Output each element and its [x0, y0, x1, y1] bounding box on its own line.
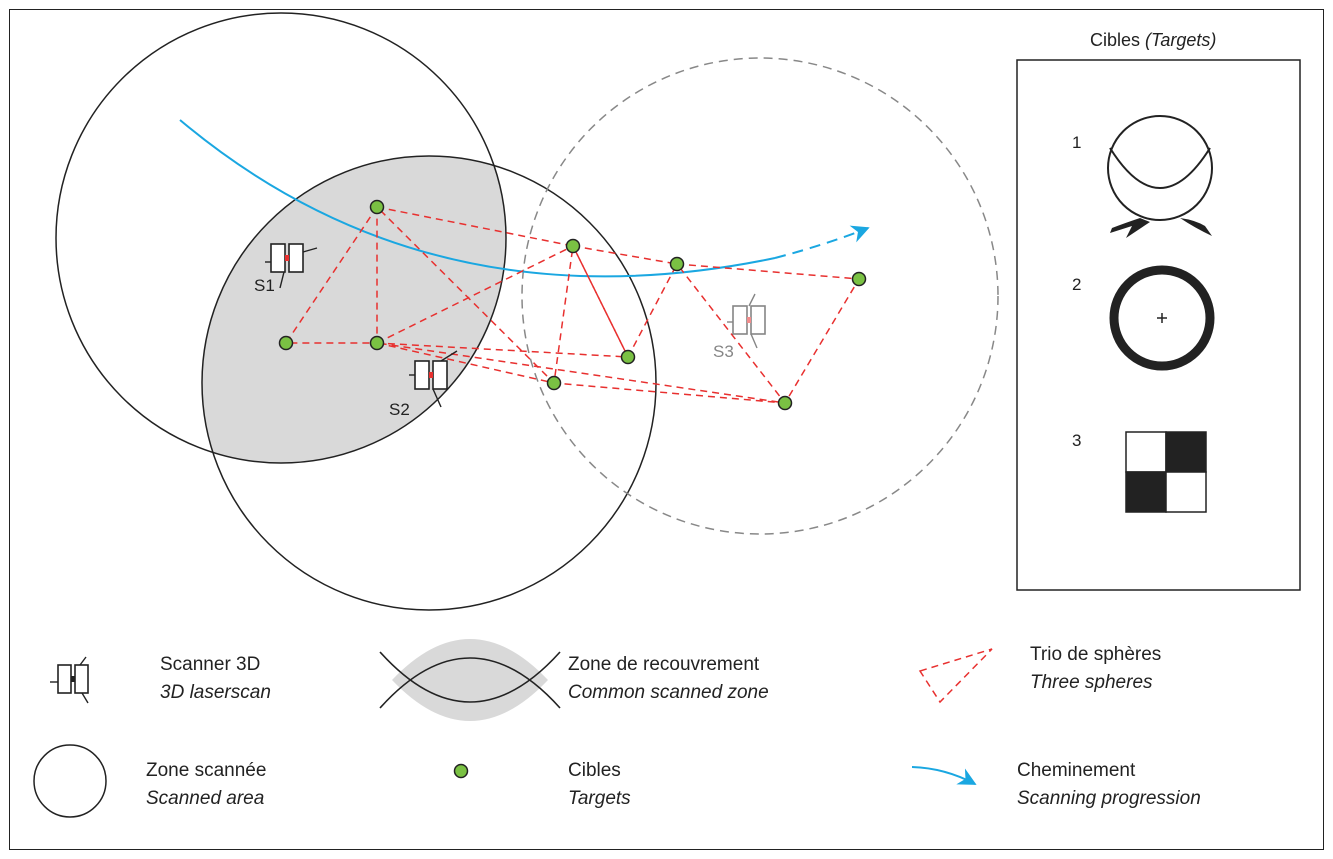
scanner-icon: [265, 243, 318, 289]
scanner-icon: [409, 350, 458, 408]
legend-sublabel: Common scanned zone: [568, 682, 769, 703]
trio-6: [675, 263, 861, 405]
target-dot: [669, 256, 685, 272]
dashed-triangle-icon: [918, 648, 993, 704]
legend-sublabel: Targets: [568, 788, 631, 809]
legend-label: Zone scannée: [146, 760, 266, 781]
target-dot: [369, 199, 385, 215]
target-dot: [546, 375, 562, 391]
trio-1: [284, 204, 378, 344]
trio-5: [571, 245, 679, 359]
target-types-panel: Cibles (Targets) 1 2 3: [1016, 30, 1301, 591]
legend-sublabel: 3D laserscan: [160, 682, 271, 703]
target-dot: [565, 238, 581, 254]
scanner-label: S1: [254, 276, 275, 295]
scan-area-circle-1: [55, 12, 507, 464]
scanner-label: S2: [389, 400, 410, 419]
diagram-frame: [9, 9, 1324, 850]
scan-area-circle-2: [201, 155, 657, 611]
target-dot-icon: [453, 763, 469, 779]
scanning-path: [179, 119, 776, 278]
target-type-number: 2: [1072, 275, 1081, 294]
legend-scanner: Scanner 3D 3D laserscan: [50, 654, 271, 704]
legend-label: Trio de sphères: [1030, 644, 1161, 665]
sphere-target-icon: [1107, 115, 1213, 238]
scanner-icon: [727, 293, 766, 349]
legend-path: Cheminement Scanning progression: [911, 760, 1201, 809]
legend-sublabel: Scanned area: [146, 788, 264, 809]
checkerboard-target-icon: [1125, 431, 1207, 513]
legend-area: Zone scannée Scanned area: [33, 744, 266, 818]
trio-3: [374, 244, 630, 358]
panel-box: [1016, 59, 1301, 591]
trio-2: [374, 205, 574, 385]
target-dot: [369, 335, 385, 351]
circle-icon: [33, 744, 107, 818]
legend-trio: Trio de sphères Three spheres: [918, 644, 1161, 704]
legend-label: Cibles: [568, 760, 621, 781]
target-dot: [278, 335, 294, 351]
legend-label: Cheminement: [1017, 760, 1136, 781]
legend-overlap: Zone de recouvrement Common scanned zone: [379, 639, 769, 721]
targets: [278, 199, 867, 411]
sphere-trios: [284, 204, 861, 405]
trio-4: [376, 342, 786, 404]
legend: Scanner 3D 3D laserscan Zone de recouvre…: [33, 639, 1201, 818]
legend-label: Scanner 3D: [160, 654, 260, 675]
scanner-icon: [50, 656, 89, 704]
scanner-label: S3: [713, 342, 734, 361]
target-dot: [777, 395, 793, 411]
panel-title: Cibles (Targets): [1090, 30, 1216, 50]
scanner-s2: S2: [389, 350, 458, 419]
target-type-number: 1: [1072, 133, 1081, 152]
legend-sublabel: Scanning progression: [1017, 788, 1201, 809]
scan-area-circle-3: [521, 57, 999, 535]
blue-arrow-icon: [911, 766, 977, 785]
ring-target-icon: [1109, 265, 1215, 371]
scanner-s1: S1: [254, 243, 318, 295]
legend-targets: Cibles Targets: [453, 760, 631, 809]
target-dot: [851, 271, 867, 287]
legend-sublabel: Three spheres: [1030, 672, 1153, 693]
scanner-s3: S3: [713, 293, 766, 361]
overlap-zone-icon: [379, 639, 561, 721]
target-type-number: 3: [1072, 431, 1081, 450]
scanning-path-dashed: [774, 225, 870, 259]
target-dot: [620, 349, 636, 365]
legend-label: Zone de recouvrement: [568, 654, 760, 675]
